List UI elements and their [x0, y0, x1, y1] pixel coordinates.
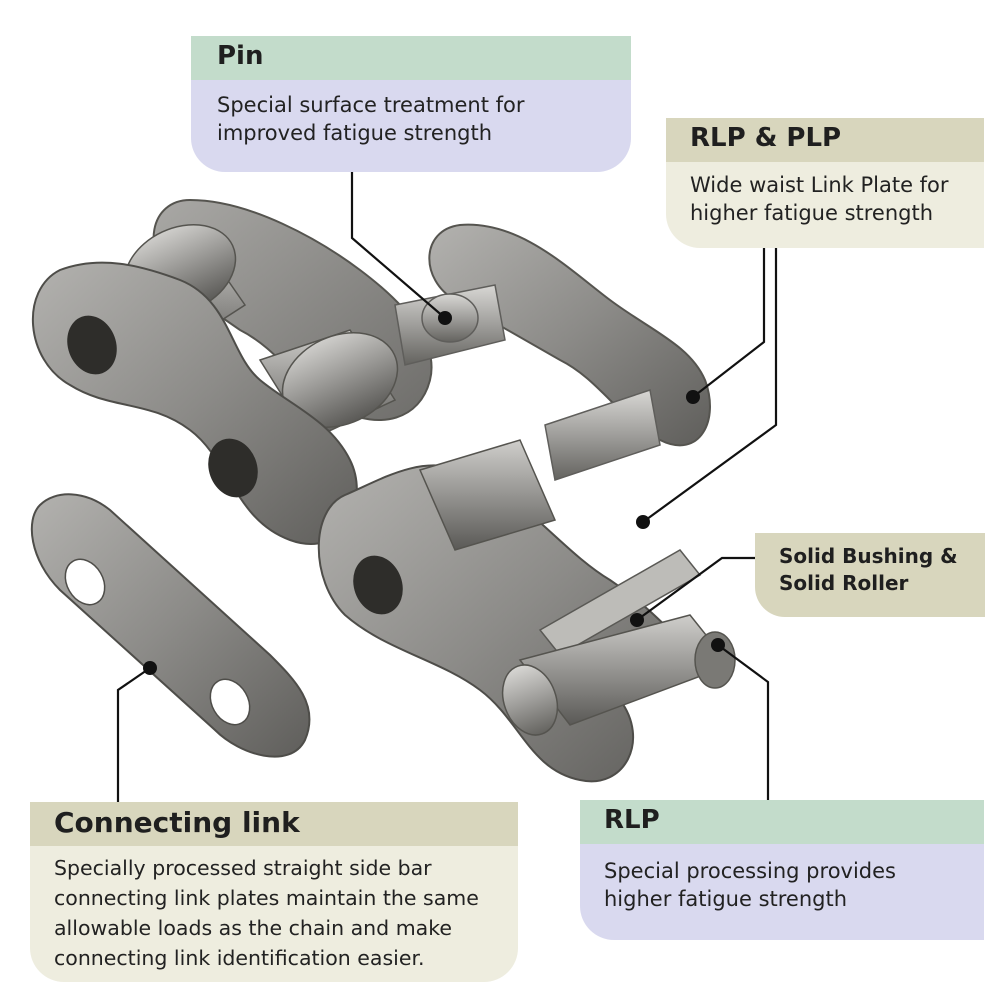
inner-link-front-plate	[31, 261, 358, 545]
leader-rlp-plp-lower	[642, 248, 778, 523]
callout-pin-text: Special surface treatment for improved f…	[191, 80, 631, 172]
leader-pin	[350, 172, 446, 319]
callout-connecting-link-line: Specially processed straight side bar	[54, 856, 432, 880]
callout-rlp-plp-line: Wide waist Link Plate for	[690, 173, 949, 197]
callout-rlp-title: RLP	[580, 800, 984, 844]
pin-lower	[544, 389, 661, 481]
leader-rlp	[717, 644, 770, 800]
leader-rlp-plp-upper	[692, 248, 766, 398]
callout-pin-line: improved fatigue strength	[217, 120, 493, 145]
roller-outer	[418, 439, 557, 551]
callout-rlp-plp-title: RLP & PLP	[666, 118, 984, 162]
callout-rlp-plp-text: Wide waist Link Plate for higher fatigue…	[666, 162, 984, 248]
dot-rlp-plp-lower	[636, 515, 650, 529]
callout-rlp-plp: RLP & PLP Wide waist Link Plate for high…	[666, 118, 984, 248]
callout-rlp-plp-line: higher fatigue strength	[690, 200, 934, 225]
callout-connecting-link-line: connecting link identification easier.	[54, 945, 425, 970]
dot-rlp-plp-upper	[686, 390, 700, 404]
leader-dots	[143, 311, 725, 675]
callout-connecting-link-title: Connecting link	[30, 802, 518, 846]
callout-pin: Pin Special surface treatment for improv…	[191, 36, 631, 172]
pin-upper	[394, 284, 506, 366]
callout-bushing-title: Solid Bushing & Solid Roller	[755, 533, 985, 617]
callout-connecting-link-line: connecting link plates maintain the same	[54, 885, 479, 910]
dot-connecting-link	[143, 661, 157, 675]
callout-rlp-line: Special processing provides	[604, 859, 896, 883]
cutaway-bushing-roller	[501, 549, 736, 736]
connecting-link-plate	[30, 493, 311, 758]
callout-pin-line: Special surface treatment for	[217, 93, 525, 117]
leader-connecting-link	[116, 667, 151, 802]
leader-lines	[116, 172, 778, 802]
callout-connecting-link-text: Specially processed straight side bar co…	[30, 846, 518, 982]
leader-bushing	[636, 556, 755, 621]
callout-pin-title: Pin	[191, 36, 631, 80]
callout-rlp-line: higher fatigue strength	[604, 886, 848, 911]
callout-connecting-link: Connecting link Specially processed stra…	[30, 802, 518, 982]
dot-rlp	[711, 638, 725, 652]
callout-connecting-link-line: allowable loads as the chain and make	[54, 915, 452, 940]
dot-bushing	[630, 613, 644, 627]
callout-bushing-line: Solid Bushing &	[779, 544, 958, 568]
callout-rlp: RLP Special processing provides higher f…	[580, 800, 984, 940]
dot-pin	[438, 311, 452, 325]
callout-bushing-line: Solid Roller	[779, 571, 909, 596]
callout-bushing-roller: Solid Bushing & Solid Roller	[755, 533, 985, 617]
callout-rlp-text: Special processing provides higher fatig…	[580, 844, 984, 940]
